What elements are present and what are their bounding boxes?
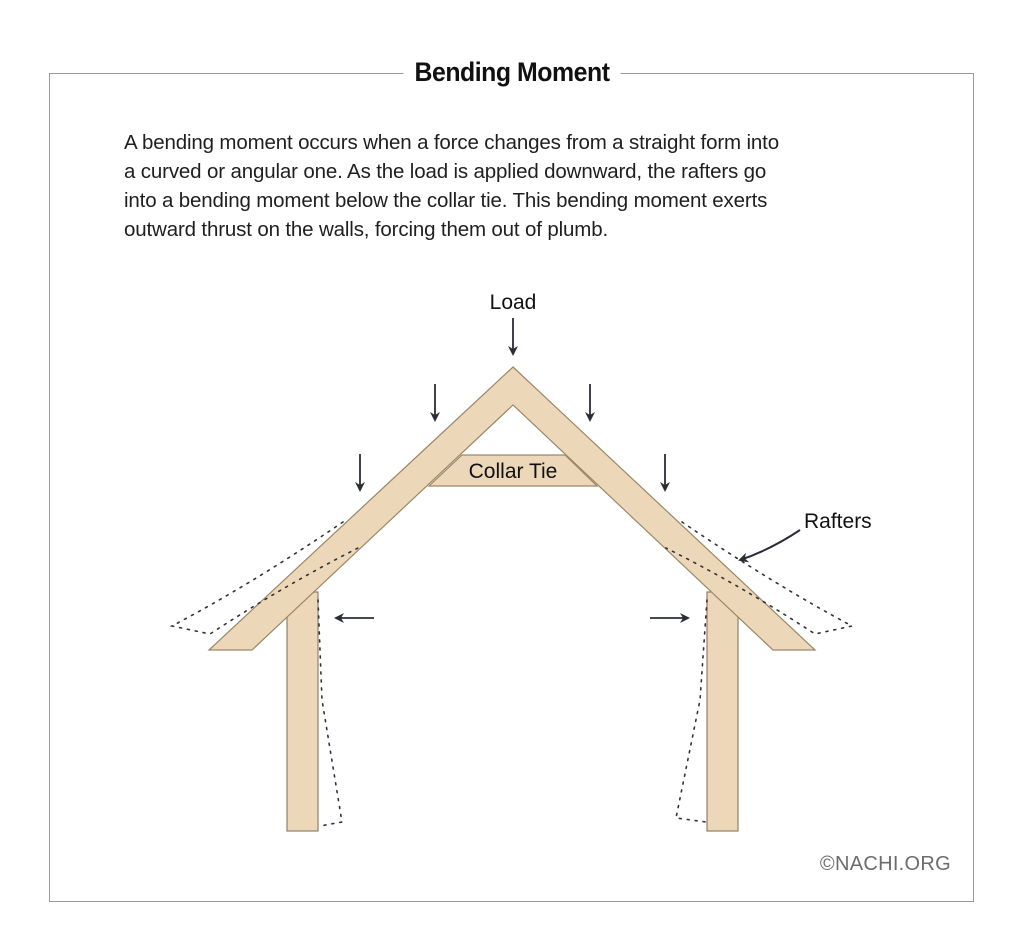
left-wall-post — [286, 591, 319, 832]
description-line: outward thrust on the walls, forcing the… — [124, 218, 609, 241]
copyright-credit: ©NACHI.ORG — [819, 853, 951, 875]
page-title: Bending Moment — [403, 52, 621, 92]
collar-tie — [427, 454, 599, 487]
left-rafter-deflection — [169, 521, 359, 827]
rafters-label: Rafters — [804, 510, 872, 533]
description: A bending moment occurs when a force cha… — [124, 128, 904, 244]
right-wall-post — [706, 591, 739, 832]
title-wrap: Bending Moment — [0, 52, 1024, 92]
rafters — [207, 366, 817, 651]
right-rafter-deflection — [665, 521, 855, 823]
description-line: a curved or angular one. As the load is … — [124, 160, 767, 183]
description-line: A bending moment occurs when a force cha… — [124, 131, 779, 154]
collar-tie-label: Collar Tie — [469, 460, 558, 483]
load-label: Load — [490, 291, 537, 314]
description-line: into a bending moment below the collar t… — [124, 189, 768, 212]
rafters-pointer-icon — [738, 529, 801, 563]
